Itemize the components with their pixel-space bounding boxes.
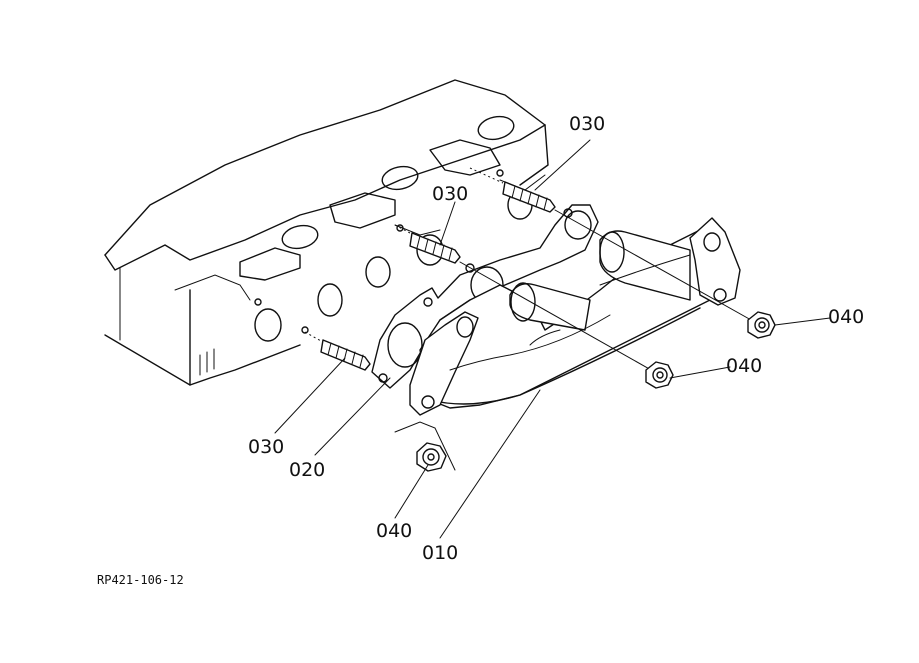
exhaust-manifold: [409, 209, 761, 416]
stud-bolt-middle: [394, 224, 461, 264]
callout-labels: 030 030 030 020 010 040 040 040: [248, 113, 864, 564]
callout-030-middle: 030: [432, 183, 468, 205]
callout-020: 020: [289, 459, 325, 481]
cylinder-head: [104, 79, 549, 386]
callout-030-top: 030: [569, 113, 605, 135]
stud-bolt-bottom: [304, 331, 371, 371]
leader-lines: [274, 139, 831, 539]
reference-code: RP421-106-12: [97, 573, 184, 587]
nut-middle: [645, 361, 674, 389]
nut-bottom: [394, 421, 456, 472]
callout-010: 010: [422, 542, 458, 564]
callout-040-bottom: 040: [376, 520, 412, 542]
callout-040-middle: 040: [726, 355, 762, 377]
stud-bolt-top: [469, 167, 556, 213]
callout-040-right: 040: [828, 306, 864, 328]
callout-030-bottom: 030: [248, 436, 284, 458]
nut-right: [747, 311, 776, 339]
